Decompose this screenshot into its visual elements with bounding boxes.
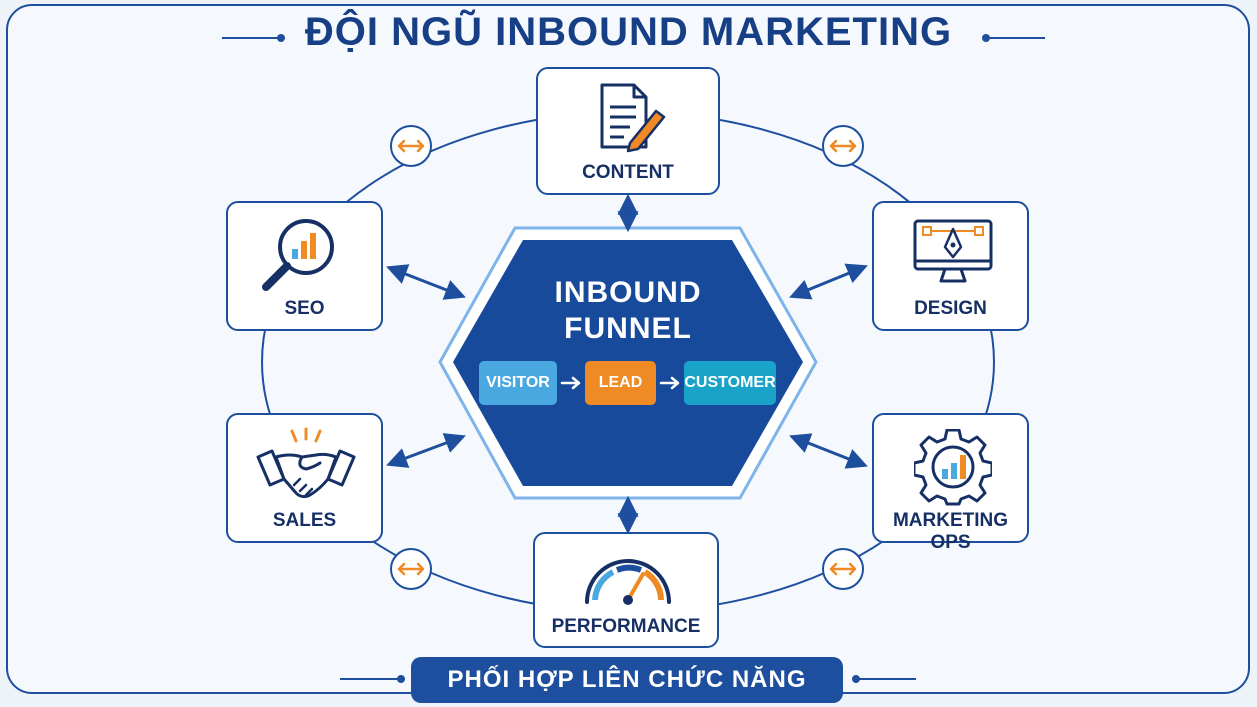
stage-customer: CUSTOMER: [684, 361, 776, 405]
card-seo-label: SEO: [284, 298, 325, 319]
card-performance-label: PERFORMANCE: [551, 616, 701, 637]
stage-visitor: VISITOR: [479, 361, 557, 405]
link-marketing-ops: [789, 433, 868, 469]
magnifier-chart-icon: [262, 219, 334, 291]
double-arrow-icon: [822, 125, 864, 167]
stage-arrow-1: [560, 376, 581, 390]
page-title: ĐỘI NGŨ INBOUND MARKETING: [304, 10, 953, 54]
card-marketing-ops: MARKETING OPS: [872, 413, 1029, 553]
handshake-icon: [256, 427, 356, 499]
card-design: DESIGN: [872, 201, 1029, 331]
gear-chart-icon: [914, 429, 992, 506]
link-design: [789, 263, 868, 300]
monitor-pen-tool-icon: [913, 219, 993, 283]
funnel-title-line2: FUNNEL: [564, 312, 692, 345]
stage-arrow-2: [659, 376, 680, 390]
stage-lead: LEAD: [585, 361, 656, 405]
link-seo: [386, 264, 466, 300]
card-sales-label: SALES: [272, 510, 337, 531]
card-seo: SEO: [226, 201, 383, 331]
card-sales: SALES: [226, 413, 383, 543]
title-dot-left: [277, 34, 285, 42]
footer-dot-right: [852, 675, 860, 683]
double-arrow-icon: [822, 548, 864, 590]
funnel-title-line1: INBOUND: [554, 276, 702, 309]
card-marketing-ops-label: MARKETING OPS: [892, 510, 1009, 553]
double-arrow-icon: [390, 548, 432, 590]
link-sales: [386, 433, 466, 468]
gauge-icon: [585, 559, 671, 605]
footer-dot-left: [397, 675, 405, 683]
footer-banner: PHỐI HỢP LIÊN CHỨC NĂNG: [411, 657, 843, 703]
card-content-label: CONTENT: [582, 162, 674, 183]
double-arrow-icon: [390, 125, 432, 167]
card-performance: PERFORMANCE: [533, 532, 719, 648]
card-design-label: DESIGN: [914, 298, 987, 319]
document-pencil-icon: [600, 83, 666, 153]
title-dot-right: [982, 34, 990, 42]
card-content: CONTENT: [536, 67, 720, 195]
